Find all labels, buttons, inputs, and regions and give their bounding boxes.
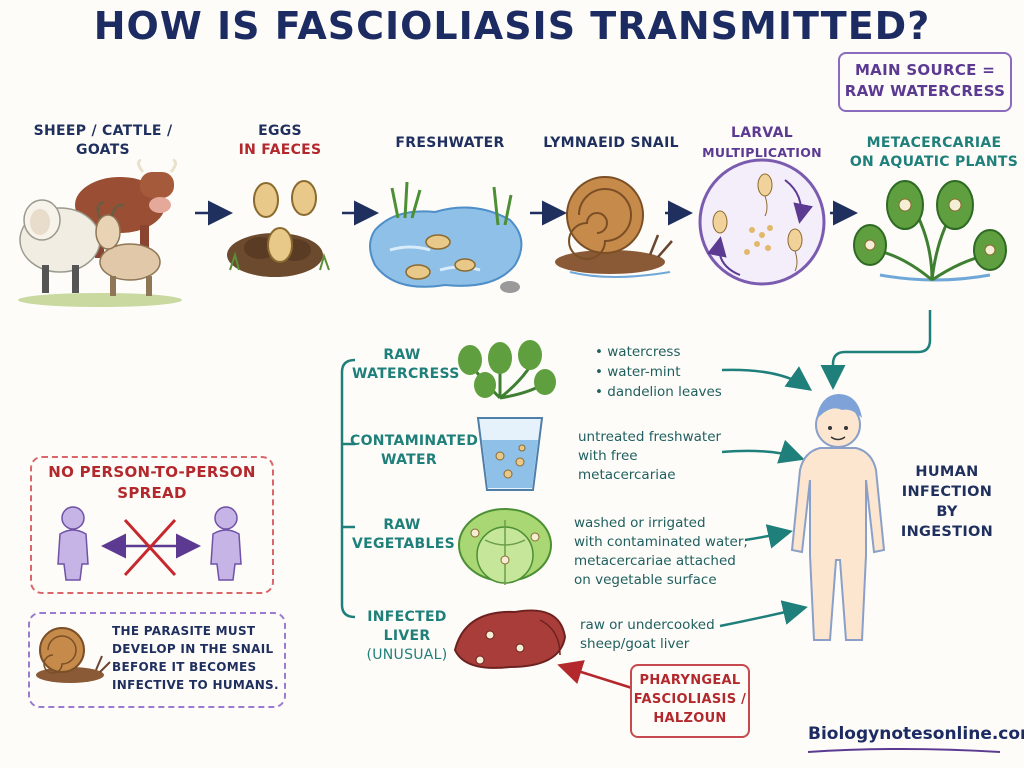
livestock-illustration bbox=[18, 158, 182, 307]
human-infection-label: HUMAN INFECTION BY INGESTION bbox=[900, 464, 994, 540]
plants-to-human-arrow bbox=[820, 310, 932, 390]
no-spread-line1: NO PERSON-TO-PERSON bbox=[48, 463, 256, 481]
freshwater-illustration bbox=[369, 181, 523, 293]
route-label-contaminated-water: CONTAMINATED WATER bbox=[350, 433, 479, 468]
footer-site-name[interactable]: Biologynotesonline.com bbox=[808, 724, 1024, 744]
raw-vegetables-note: washed or irrigated with contaminated wa… bbox=[574, 515, 748, 588]
route-label-infected-liver: INFECTED LIVER (UNUSUAL) bbox=[366, 609, 448, 663]
no-spread-box: NO PERSON-TO-PERSON SPREAD bbox=[30, 456, 274, 594]
contaminated-water-note: untreated freshwater with free metacerca… bbox=[578, 429, 722, 483]
lettuce-illustration bbox=[458, 508, 552, 585]
cycle-label-snail: LYMNAEID SNAIL bbox=[543, 135, 679, 151]
no-spread-line2: SPREAD bbox=[117, 484, 187, 502]
cycle-label-metacercariae: METACERCARIAE ON AQUATIC PLANTS bbox=[849, 135, 1019, 170]
snail-illustration bbox=[555, 176, 673, 278]
cycle-label-larval: LARVAL MULTIPLICATION bbox=[702, 125, 822, 160]
no-spread-illustration bbox=[57, 506, 242, 581]
watercress-bullets: watercress water-mint dandelion leaves bbox=[595, 342, 725, 402]
cycle-label-freshwater: FRESHWATER bbox=[395, 135, 505, 151]
watercress-illustration bbox=[458, 340, 556, 400]
eggs-illustration bbox=[227, 180, 330, 277]
human-figure bbox=[790, 394, 886, 641]
liver-illustration bbox=[453, 609, 567, 669]
footer-underline bbox=[807, 748, 1001, 753]
route-label-raw-vegetables: RAW VEGETABLES bbox=[352, 517, 455, 552]
route-to-human-arrows bbox=[719, 366, 813, 628]
halzoun-box: PHARYNGEAL FASCIOLIASIS / HALZOUN bbox=[630, 664, 750, 738]
note-snail-icon bbox=[36, 627, 111, 683]
larval-multiplication-illustration bbox=[698, 158, 826, 286]
snail-note-text: THE PARASITE MUST DEVELOP IN THE SNAIL B… bbox=[112, 624, 279, 692]
water-glass-illustration bbox=[476, 417, 544, 491]
halzoun-arrow bbox=[557, 660, 633, 690]
main-source-line1: MAIN SOURCE = bbox=[854, 61, 996, 79]
page-title: HOW IS FASCIOLIASIS TRANSMITTED? bbox=[93, 4, 931, 48]
route-ticks bbox=[342, 442, 355, 529]
main-source-line2: RAW WATERCRESS bbox=[844, 82, 1006, 100]
snail-note-box: THE PARASITE MUST DEVELOP IN THE SNAIL B… bbox=[28, 612, 286, 708]
cycle-label-livestock: SHEEP / CATTLE / GOATS bbox=[33, 123, 173, 158]
main-source-box: MAIN SOURCE = RAW WATERCRESS bbox=[838, 52, 1012, 112]
route-label-raw-watercress: RAW WATERCRESS bbox=[352, 347, 460, 382]
infected-liver-note: raw or undercooked sheep/goat liver bbox=[580, 617, 715, 652]
aquatic-plant-illustration bbox=[853, 180, 1007, 282]
routes-bracket bbox=[340, 358, 356, 619]
cycle-label-eggs: EGGS IN FAECES bbox=[238, 123, 322, 158]
